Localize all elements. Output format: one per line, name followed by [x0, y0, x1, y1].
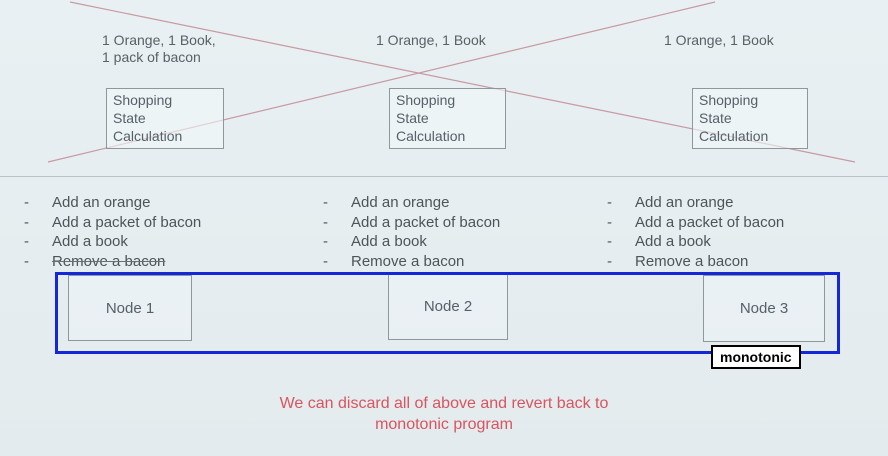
dash-bullet: - — [607, 252, 612, 270]
state-summary-2: 1 Orange, 1 Book — [376, 32, 486, 49]
node-1-label: Node 1 — [105, 299, 155, 317]
state-box-2-line: Calculation — [396, 128, 466, 144]
list-item-text: Remove a bacon — [52, 252, 166, 270]
list-item: - Remove a bacon — [607, 252, 784, 272]
state-box-2: Shopping State Calculation — [389, 88, 506, 149]
list-item: - Add an orange — [24, 193, 201, 213]
list-item-struck: - Remove a bacon — [24, 252, 201, 272]
list-item: - Add a book — [24, 232, 201, 252]
state-box-1-line: State — [113, 110, 146, 126]
list-item-text: Add a book — [635, 233, 711, 250]
list-item: - Add a book — [323, 232, 500, 252]
dash-bullet: - — [24, 252, 29, 270]
dash-bullet: - — [323, 194, 328, 211]
state-box-1-line: Calculation — [113, 128, 183, 144]
list-item-text: Add a book — [52, 233, 128, 250]
list-item: - Add an orange — [607, 193, 784, 213]
node-1-box: Node 1 — [68, 275, 192, 341]
state-box-2-line: State — [396, 110, 429, 126]
state-box-3-line: Shopping — [699, 92, 759, 108]
list-item-text: Add a packet of bacon — [351, 213, 501, 231]
state-summary-3: 1 Orange, 1 Book — [664, 32, 774, 49]
list-item-text: Add a packet of bacon — [52, 213, 202, 231]
section-divider — [0, 176, 888, 177]
list-item: - Add a packet of bacon — [323, 213, 500, 233]
node-2-label: Node 2 — [423, 298, 473, 315]
state-box-1-line: Shopping — [113, 92, 173, 108]
state-box-3-line: Calculation — [699, 128, 769, 144]
list-item: - Remove a bacon — [323, 252, 500, 272]
list-item-text: Remove a bacon — [351, 252, 465, 270]
list-item-text: Add a packet of bacon — [635, 213, 785, 231]
operation-list-1: - Add an orange - Add a packet of bacon - A… — [24, 193, 201, 271]
list-item-text: Add an orange — [635, 194, 734, 211]
state-summary-1-line1: 1 Orange, 1 Book, — [102, 32, 216, 48]
footnote-line2: monotonic program — [375, 416, 513, 433]
state-summary-2-line1: 1 Orange, 1 Book — [376, 32, 486, 48]
dash-bullet: - — [323, 213, 328, 231]
dash-bullet: - — [24, 194, 29, 211]
dash-bullet: - — [607, 194, 612, 211]
list-item-text: Add an orange — [52, 194, 151, 211]
highlight-tag: monotonic — [711, 345, 801, 369]
state-box-3-line: State — [699, 110, 732, 126]
list-item: - Add a packet of bacon — [24, 213, 201, 233]
dash-bullet: - — [607, 233, 612, 250]
list-item: - Add an orange — [323, 193, 500, 213]
node-3-label: Node 3 — [739, 300, 789, 317]
node-3-box: Node 3 — [703, 275, 825, 342]
footnote: We can discard all of above and revert b… — [0, 393, 888, 435]
state-summary-1-line2: 1 pack of bacon — [102, 49, 201, 65]
state-summary-1: 1 Orange, 1 Book, 1 pack of bacon — [102, 32, 216, 66]
operation-list-3: - Add an orange - Add a packet of bacon - A… — [607, 193, 784, 271]
list-item-text: Remove a bacon — [635, 252, 749, 270]
operation-list-2: - Add an orange - Add a packet of bacon - A… — [323, 193, 500, 271]
list-item-text: Add an orange — [351, 194, 450, 211]
state-summary-3-line1: 1 Orange, 1 Book — [664, 32, 774, 48]
highlight-box — [55, 272, 840, 354]
state-box-2-line: Shopping — [396, 92, 456, 108]
dash-bullet: - — [24, 233, 29, 250]
footnote-line1: We can discard all of above and revert b… — [279, 395, 609, 412]
dash-bullet: - — [607, 213, 612, 231]
state-box-1: Shopping State Calculation — [106, 88, 224, 149]
list-item-text: Add a book — [351, 233, 427, 250]
dash-bullet: - — [323, 252, 328, 270]
dash-bullet: - — [323, 233, 328, 250]
state-box-3: Shopping State Calculation — [692, 88, 808, 149]
list-item: - Add a packet of bacon — [607, 213, 784, 233]
dash-bullet: - — [24, 213, 29, 231]
list-item: - Add a book — [607, 232, 784, 252]
